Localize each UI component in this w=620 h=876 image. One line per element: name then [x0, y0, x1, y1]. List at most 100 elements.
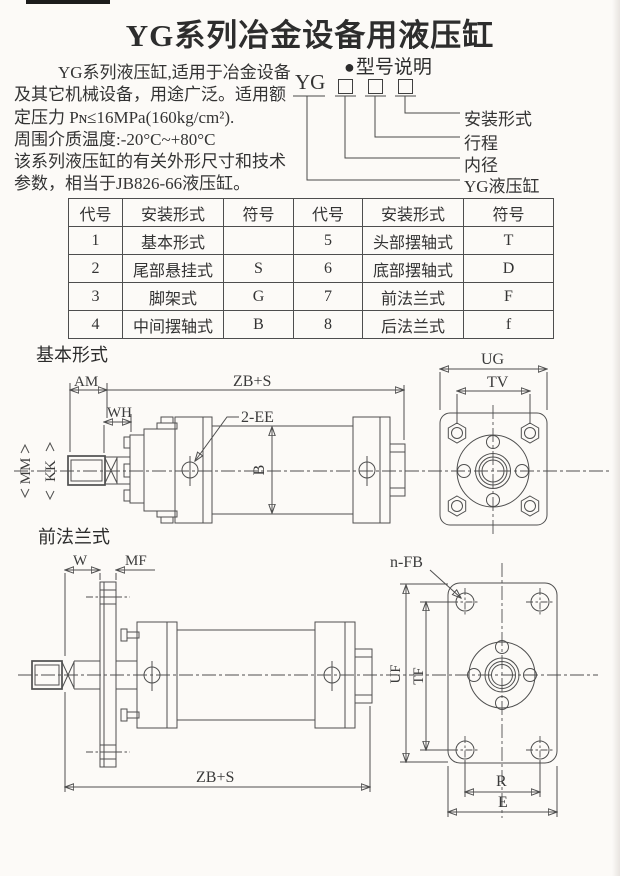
basic-form-end-view: UG TV: [440, 351, 547, 536]
scan-artifact-strip: [26, 0, 110, 4]
front-head-block: [174, 416, 213, 524]
cylinder-tube: [212, 425, 353, 515]
table-header-cell: 安装形式: [362, 198, 464, 227]
dim-label-UG: UG: [481, 351, 505, 368]
corner-hex-bolts: [447, 422, 540, 517]
dim-label-TF: TF: [411, 667, 427, 685]
technical-drawings: 基本形式: [14, 345, 612, 818]
table-cell: f: [463, 310, 554, 339]
table-header-cell: 符号: [463, 198, 554, 227]
dim-label-AM: AM: [74, 374, 98, 390]
table-cell: 基本形式: [122, 226, 224, 255]
rod-gland: [123, 416, 178, 524]
table-cell: F: [463, 282, 554, 311]
table-cell: 2: [68, 254, 123, 283]
caption-front-flange: 前法兰式: [38, 527, 110, 547]
dim-label-ZB-S: ZB+S: [196, 769, 234, 786]
dim-label-ZB-S: ZB+S: [233, 373, 271, 390]
legend-label-series: YG液压缸: [464, 177, 540, 196]
front-flange-dimensions: W MF ZB+S: [65, 553, 370, 792]
front-head-block: [120, 621, 178, 729]
dim-label-R: R: [496, 773, 507, 790]
dim-label-B: B: [251, 465, 268, 476]
model-code-box-stroke: [368, 79, 383, 94]
caption-basic-form: 基本形式: [36, 345, 108, 365]
legend-leader-lines: [306, 96, 460, 181]
table-cell: D: [463, 254, 554, 283]
front-flange-end-view: n-FB UF TF R E: [388, 554, 557, 818]
model-code-prefix: YG: [295, 70, 326, 94]
intro-line: 该系列液压缸的有关外形尺寸和技术: [14, 152, 286, 172]
table-cell: 4: [68, 310, 123, 339]
dim-label-UF: UF: [388, 664, 404, 683]
dim-label-W: W: [73, 553, 88, 569]
intro-paragraph: YG系列液压缸,适用于冶金设备 及其它机械设备，用途广泛。适用额 定压力 Pɴ≤…: [14, 62, 319, 196]
table-cell: S: [223, 254, 294, 283]
legend-label-bore: 内径: [464, 156, 498, 175]
scan-edge-shadow: [612, 0, 620, 876]
table-row: 1 基本形式 5 头部摆轴式 T: [68, 226, 554, 255]
table-cell: 7: [293, 282, 363, 311]
table-header-cell: 代号: [293, 198, 363, 227]
intro-line: 定压力 Pɴ≤16MPa(160kg/cm²).: [14, 107, 235, 127]
dim-label-TV: TV: [487, 374, 509, 391]
basic-form-dimensions: AM ZB+S WH 2-EE B MM: [18, 373, 404, 513]
dim-label-WH: WH: [107, 405, 132, 421]
piston-rod-thread: [67, 455, 130, 486]
flange-corner-holes: [451, 588, 554, 764]
basic-form-side-view: 基本形式: [14, 345, 612, 524]
table-cell: 1: [68, 226, 123, 255]
table-cell: 8: [293, 310, 363, 339]
table-cell: 底部摆轴式: [362, 254, 464, 283]
dim-label-KK: KK: [43, 460, 59, 482]
model-code-box-mounting: [398, 79, 413, 94]
cylinder-tube: [177, 629, 315, 721]
table-cell: 尾部悬挂式: [122, 254, 224, 283]
bullet-icon: ●: [344, 57, 355, 77]
page-title: YG系列冶金设备用液压缸: [125, 18, 495, 53]
table-cell: 后法兰式: [362, 310, 464, 339]
table-row: 4 中间摆轴式 B 8 后法兰式 f: [68, 310, 554, 339]
table-cell: G: [223, 282, 294, 311]
dim-label-MF: MF: [125, 553, 147, 569]
model-code-box-bore: [338, 79, 353, 94]
legend-label-stroke: 行程: [464, 134, 498, 153]
dim-label-2-EE: 2-EE: [241, 409, 274, 426]
front-flange-side-view: 前法兰式: [18, 527, 598, 792]
table-cell: 6: [293, 254, 363, 283]
table-cell: 前法兰式: [362, 282, 464, 311]
piston-rod-thread: [31, 660, 100, 690]
intro-line: YG系列液压缸,适用于冶金设备: [58, 63, 291, 82]
intro-line: 周围介质温度:-20°C~+80°C: [14, 129, 216, 149]
table-header-cell: 符号: [223, 198, 294, 227]
basic-end-dimensions: UG TV: [440, 351, 547, 424]
table-row: 3 脚架式 G 7 前法兰式 F: [68, 282, 554, 311]
dim-label-MM: MM: [18, 458, 34, 485]
table-cell: B: [223, 310, 294, 339]
legend-label-mounting: 安装形式: [464, 110, 532, 129]
mounting-form-table: 代号 安装形式 符号 代号 安装形式 符号 1 基本形式 5 头部摆轴式 T 2…: [68, 198, 554, 339]
table-cell: 3: [68, 282, 123, 311]
intro-line: 及其它机械设备，用途广泛。适用额: [14, 85, 286, 105]
dim-label-E: E: [498, 794, 508, 811]
rear-head-block: [352, 416, 406, 524]
front-flange-plate: [86, 581, 137, 768]
rear-head-block: [314, 621, 373, 729]
flange-plate: [447, 582, 558, 764]
table-cell: T: [463, 226, 554, 255]
table-cell: 脚架式: [122, 282, 224, 311]
intro-line: 参数，相当于JB826-66液压缸。: [14, 174, 251, 194]
table-header-cell: 安装形式: [122, 198, 224, 227]
table-cell: [223, 226, 294, 255]
dim-label-n-FB: n-FB: [390, 554, 423, 571]
table-cell: 中间摆轴式: [122, 310, 224, 339]
table-header-row: 代号 安装形式 符号 代号 安装形式 符号: [68, 198, 554, 227]
table-header-cell: 代号: [68, 198, 123, 227]
model-legend-heading: ●型号说明: [344, 52, 432, 79]
flange-end-dimensions: n-FB UF TF R E: [388, 554, 557, 817]
table-cell: 5: [293, 226, 363, 255]
table-cell: 头部摆轴式: [362, 226, 464, 255]
mounting-plate: [439, 412, 548, 526]
table-row: 2 尾部悬挂式 S 6 底部摆轴式 D: [68, 254, 554, 283]
